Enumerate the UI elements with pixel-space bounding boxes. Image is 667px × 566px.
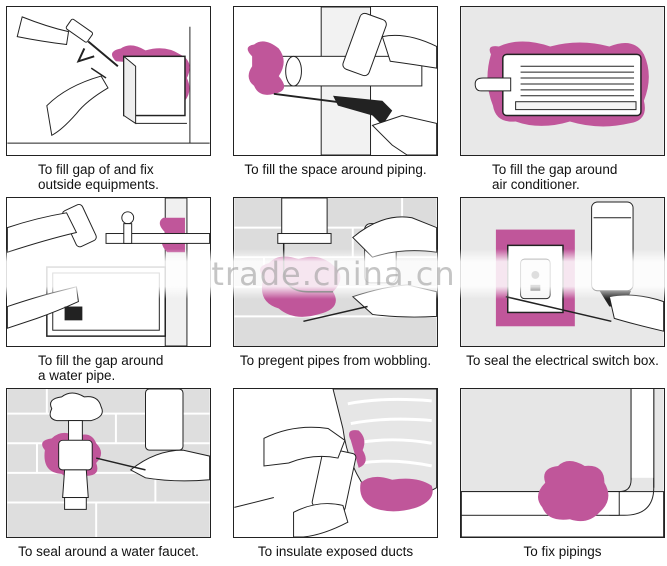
caption-line-1: To fill gap of and fix [38, 162, 154, 177]
caption-line-2: air conditioner. [492, 177, 580, 192]
caption-line-1: To fill the gap around [38, 353, 164, 368]
panel-air-conditioner: To fill the gap around air conditioner. [460, 6, 665, 192]
panel-outside-equipment: To fill gap of and fix outside equipment… [6, 6, 211, 192]
illustration-air-conditioner [460, 6, 665, 156]
foam-application-illustration [7, 389, 210, 537]
foam-application-illustration [461, 7, 664, 155]
caption: To seal around a water faucet. [6, 544, 211, 559]
illustration-water-faucet [6, 388, 211, 538]
panel-water-faucet: To seal around a water faucet. [6, 388, 211, 559]
caption-line-1: To fix pipings [523, 544, 602, 559]
illustration-outside-equipment [6, 6, 211, 156]
foam-application-illustration [234, 389, 437, 537]
illustration-exposed-ducts [233, 388, 438, 538]
caption-line-1: To seal around a water faucet. [18, 544, 199, 559]
caption-line-1: To pregent pipes from wobbling. [239, 353, 432, 368]
panel-piping: To fill the space around piping. [233, 6, 438, 177]
illustration-fix-pipings [460, 388, 665, 538]
caption-line-1: To insulate exposed ducts [257, 544, 414, 559]
panel-exposed-ducts: To insulate exposed ducts [233, 388, 438, 559]
caption: To fill the gap around air conditioner. [460, 162, 665, 192]
caption: To fill gap of and fix outside equipment… [6, 162, 211, 192]
caption-line-1: To fill the space around piping. [244, 162, 427, 177]
foam-application-illustration [461, 389, 664, 537]
caption-line-2: a water pipe. [38, 368, 116, 383]
caption-line-2: outside equipments. [38, 177, 159, 192]
caption: To fix pipings [460, 544, 665, 559]
watermark: trade.china.cn [0, 249, 667, 299]
illustration-piping [233, 6, 438, 156]
panel-fix-pipings: To fix pipings [460, 388, 665, 559]
foam-application-illustration [234, 7, 437, 155]
caption: To fill the space around piping. [233, 162, 438, 177]
caption: To pregent pipes from wobbling. [233, 353, 438, 368]
caption: To fill the gap around a water pipe. [6, 353, 211, 383]
caption-line-1: To fill the gap around [492, 162, 618, 177]
caption-line-1: To seal the electrical switch box. [466, 353, 659, 368]
caption: To seal the electrical switch box. [460, 353, 665, 368]
foam-application-illustration [7, 7, 210, 155]
caption: To insulate exposed ducts [233, 544, 438, 559]
